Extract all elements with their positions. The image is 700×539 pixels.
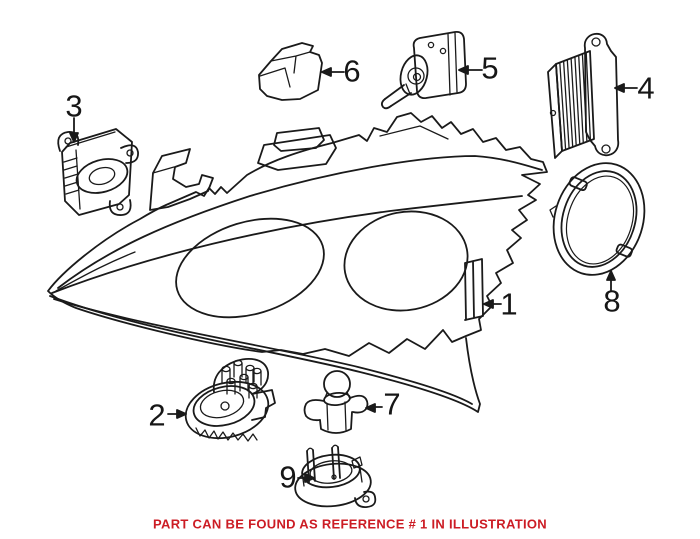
control-module-drawing xyxy=(57,128,139,216)
callout-arrow-2 xyxy=(167,409,187,419)
callout-label-7: 7 xyxy=(383,386,401,422)
ballast-unit-drawing xyxy=(547,33,619,159)
signal-bulb-drawing xyxy=(303,370,369,434)
reference-caption: PART CAN BE FOUND AS REFERENCE # 1 IN IL… xyxy=(153,516,547,532)
callout-label-9: 9 xyxy=(279,459,297,495)
callout-arrow-6 xyxy=(321,67,345,77)
bulb-socket-drawing xyxy=(258,42,323,101)
callout-arrow-1 xyxy=(483,299,502,309)
led-module-drawing xyxy=(184,358,276,442)
callout-arrow-9 xyxy=(297,473,315,483)
callout-arrows xyxy=(69,65,638,483)
callout-arrow-3 xyxy=(69,117,79,143)
callout-label-8: 8 xyxy=(603,283,621,319)
callout-arrow-4 xyxy=(614,83,638,93)
callout-arrow-5 xyxy=(458,65,483,75)
bulb-holder-drawing xyxy=(294,444,377,508)
xenon-bulb-drawing xyxy=(380,30,467,110)
callout-label-4: 4 xyxy=(637,70,655,106)
callout-arrow-8 xyxy=(606,270,616,292)
callout-arrow-7 xyxy=(365,403,383,413)
callout-label-3: 3 xyxy=(65,88,83,124)
callout-label-6: 6 xyxy=(343,53,361,89)
callout-label-2: 2 xyxy=(148,397,166,433)
seal-ring-drawing xyxy=(549,162,646,276)
callout-label-5: 5 xyxy=(481,50,499,86)
callout-label-1: 1 xyxy=(500,286,518,322)
headlight-assembly-drawing xyxy=(47,112,548,413)
